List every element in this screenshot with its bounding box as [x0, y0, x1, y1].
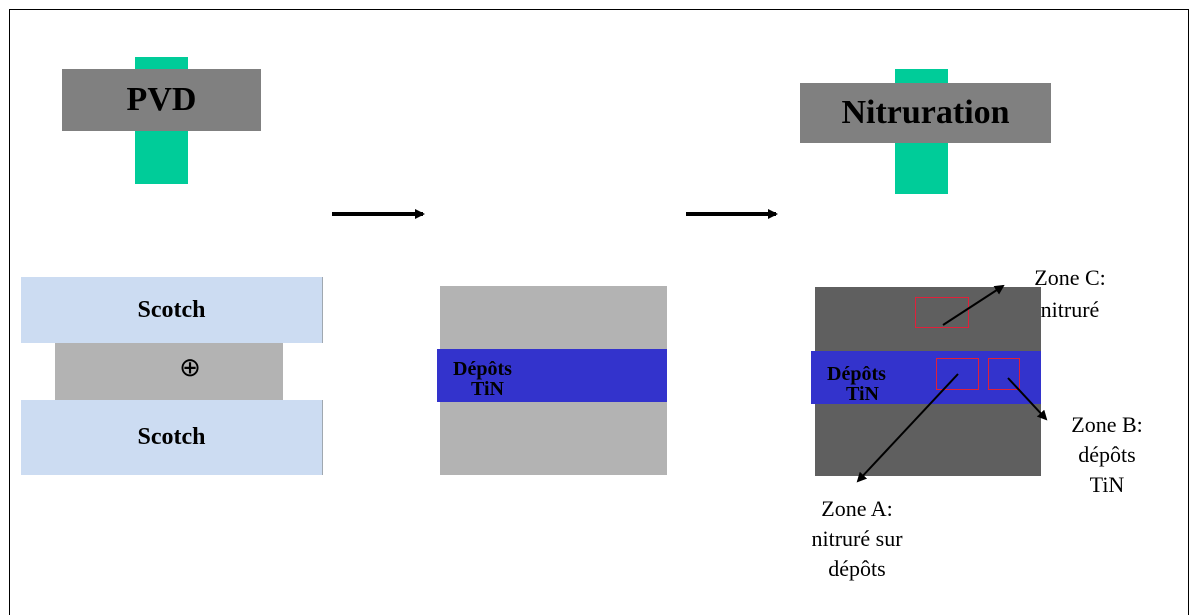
- sample-mark-icon: ⊕: [176, 354, 204, 382]
- tin-deposit-middle-label-2: TiN: [471, 378, 504, 400]
- diagram-frame: [9, 9, 1189, 615]
- scotch-bottom-label: Scotch: [137, 424, 206, 450]
- zone-a-label: Zone A: nitruré sur dépôts: [787, 496, 927, 582]
- scotch-bottom: Scotch: [21, 400, 323, 475]
- zone-b-desc-1: dépôts: [1078, 442, 1136, 467]
- scotch-top-label: Scotch: [137, 296, 206, 323]
- sample-substrate: [55, 333, 283, 413]
- zone-a-desc-1: nitruré sur: [811, 526, 903, 551]
- tin-deposit-middle-label-1: Dépôts: [453, 358, 512, 380]
- tin-deposit-right-label-1: Dépôts: [827, 363, 886, 385]
- zone-a-title: Zone A:: [821, 496, 893, 521]
- pvd-text: PVD: [126, 81, 197, 118]
- pvd-label: PVD: [62, 69, 261, 131]
- zone-c-rect: [915, 297, 969, 328]
- nitruration-text: Nitruration: [841, 94, 1010, 131]
- sample-mark-glyph: ⊕: [179, 353, 201, 383]
- tin-deposit-right: [811, 351, 1041, 404]
- zone-a-leader: [856, 373, 959, 483]
- scotch-top: Scotch: [21, 277, 323, 343]
- zone-b-desc-2: TiN: [1089, 472, 1125, 497]
- zone-c-leader: [942, 284, 1005, 326]
- zone-c-title: Zone C:: [1034, 265, 1106, 290]
- zone-c-desc: nitruré: [1040, 297, 1100, 322]
- zone-a-rect: [936, 358, 979, 390]
- zone-a-desc-2: dépôts: [828, 556, 886, 581]
- zone-b-leader: [1007, 377, 1048, 421]
- nitruration-label: Nitruration: [800, 83, 1051, 143]
- zone-b-label: Zone B: dépôts TiN: [1052, 412, 1162, 498]
- zone-b-rect: [988, 358, 1020, 390]
- zone-c-label: Zone C: nitruré: [1015, 265, 1125, 323]
- zone-b-title: Zone B:: [1071, 412, 1143, 437]
- tin-deposit-middle: [437, 349, 667, 402]
- tin-deposit-right-label-2: TiN: [846, 383, 879, 405]
